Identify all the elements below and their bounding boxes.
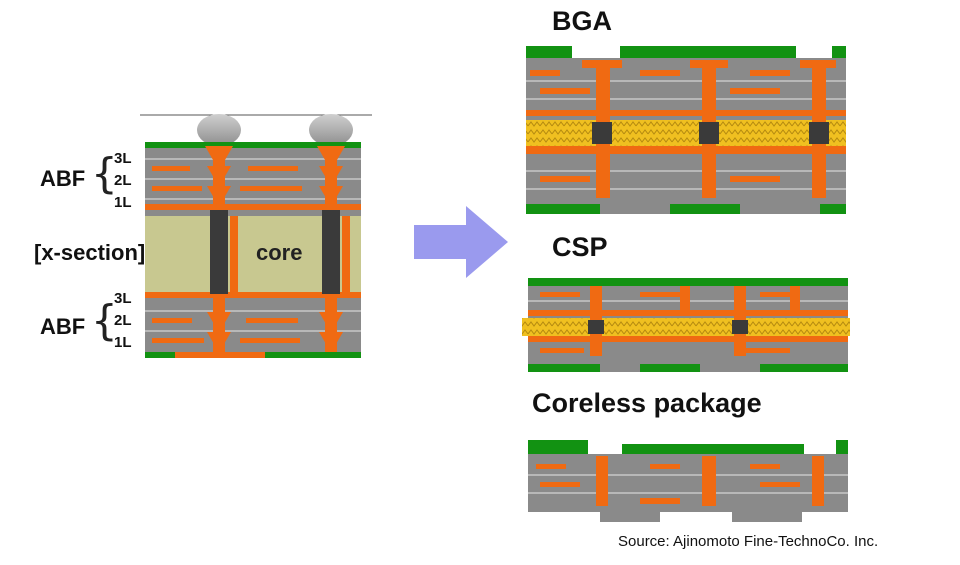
solder-ball-left (197, 114, 241, 146)
source-caption: Source: Ajinomoto Fine-TechnoCo. Inc. (618, 533, 879, 550)
right-arrow-icon (414, 206, 508, 278)
csp-title: CSP (552, 232, 608, 262)
layer-label-bottom-3l: 3L (114, 290, 132, 307)
abf-bottom-label: ABF (40, 314, 86, 339)
coreless-cross-section (528, 440, 848, 522)
coreless-title: Coreless package (532, 388, 762, 418)
csp-cross-section (522, 278, 850, 372)
layer-label-top-2l: 2L (114, 172, 132, 189)
via-stack-left (205, 146, 233, 352)
via-stack-right (317, 146, 345, 352)
layer-label-bottom-2l: 2L (114, 312, 132, 329)
brace-bottom-icon: { (91, 296, 118, 345)
layer-label-top-3l: 3L (114, 150, 132, 167)
abf-top-label: ABF (40, 166, 86, 191)
bga-cross-section (526, 46, 846, 214)
layer-label-top-1l: 1L (114, 194, 132, 211)
core-label: core (256, 240, 303, 265)
xsection-label: [x-section] (34, 240, 146, 265)
brace-top-icon: { (91, 149, 118, 198)
layer-label-bottom-1l: 1L (114, 334, 132, 351)
bga-title: BGA (552, 6, 612, 36)
solder-ball-right (309, 114, 353, 146)
